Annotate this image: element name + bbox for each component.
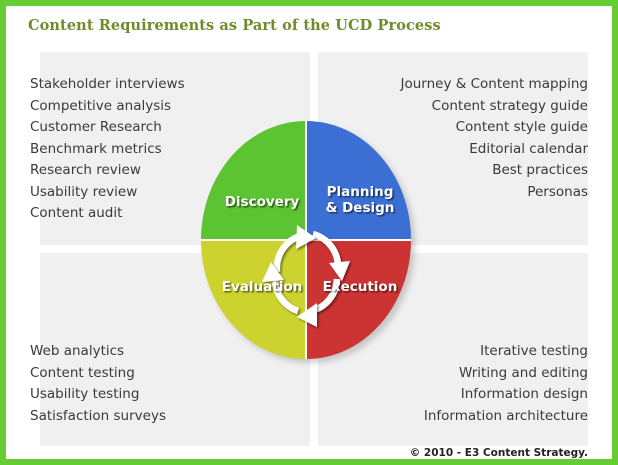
list-item: Content style guide	[455, 119, 588, 135]
list-execution-items: Iterative testing Writing and editing In…	[424, 341, 588, 427]
quadrant-divider-horizontal	[201, 239, 411, 241]
list-item: Web analytics	[30, 343, 125, 359]
list-item: Journey & Content mapping	[400, 76, 589, 92]
list-item: Competitive analysis	[30, 97, 172, 114]
ucd-cycle-diagram: Discovery Planning & Design Evaluation E…	[201, 121, 415, 363]
quadrant-label-execution: Execution	[322, 279, 398, 295]
page-title: Content Requirements as Part of the UCD …	[28, 17, 441, 34]
quadrant-label-discovery: Discovery	[224, 194, 300, 210]
quadrant-label-planning-line1: Planning	[326, 184, 394, 200]
list-item: Research review	[30, 162, 141, 178]
copyright-footer: © 2010 - E3 Content Strategy.	[409, 447, 588, 459]
quadrant-evaluation[interactable]	[201, 240, 306, 359]
list-item: Benchmark metrics	[30, 140, 162, 157]
quadrant-planning[interactable]	[306, 121, 411, 240]
list-item: Usability testing	[30, 386, 140, 402]
list-item: Content audit	[30, 205, 123, 221]
list-evaluation-items: Web analytics Content testing Usability …	[30, 341, 166, 427]
list-item: Customer Research	[30, 119, 162, 135]
quadrant-discovery[interactable]	[201, 121, 306, 240]
quadrant-circle	[201, 121, 411, 359]
list-item: Editorial calendar	[469, 140, 588, 157]
list-item: Writing and editing	[459, 364, 588, 381]
list-item: Information design	[460, 386, 588, 402]
list-item: Personas	[527, 183, 588, 200]
quadrant-label-planning-line2: & Design	[325, 200, 395, 216]
list-item: Iterative testing	[480, 343, 588, 359]
list-item: Information architecture	[423, 407, 588, 424]
list-item: Stakeholder interviews	[30, 76, 185, 92]
list-item: Content strategy guide	[431, 97, 588, 114]
list-item: Content testing	[30, 364, 135, 381]
quadrant-label-planning: Planning & Design	[317, 184, 403, 216]
list-planning-items: Journey & Content mapping Content strate…	[401, 74, 589, 203]
list-item: Best practices	[492, 162, 588, 178]
list-item: Satisfaction surveys	[30, 407, 166, 424]
list-item: Usability review	[30, 183, 138, 200]
quadrant-label-evaluation: Evaluation	[221, 279, 303, 295]
list-discovery-items: Stakeholder interviews Competitive analy…	[30, 74, 185, 225]
quadrant-execution[interactable]	[306, 240, 411, 359]
